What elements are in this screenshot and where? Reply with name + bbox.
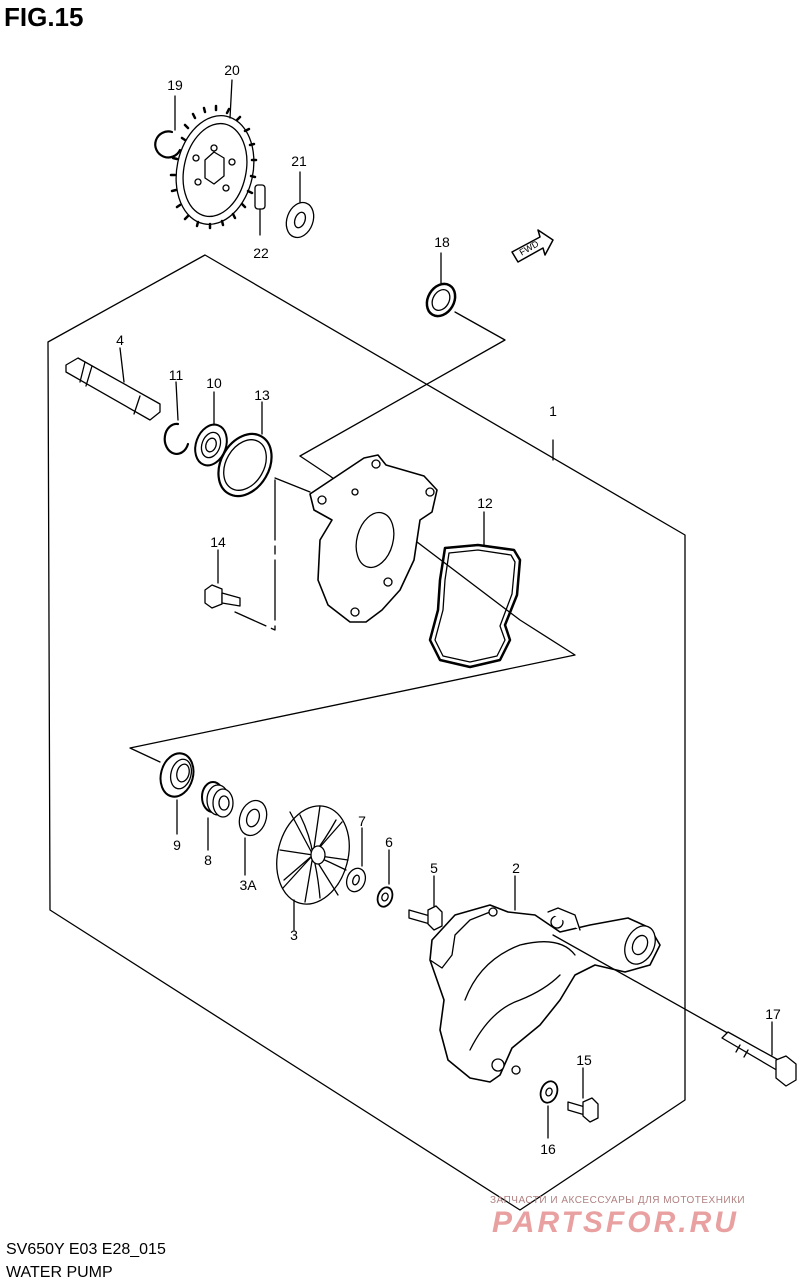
watermark-brand-logo: PARTSFOR.RU [492,1206,739,1239]
callout-10: 10 [206,375,222,391]
callout-9: 9 [173,837,181,853]
callout-21: 21 [291,153,307,169]
pump-case-plate [309,454,438,623]
fwd-arrow-icon [511,229,554,263]
pump-cover-part-2 [429,904,661,1083]
leader-11 [175,381,179,421]
callout-3A: 3A [239,877,257,893]
nut-part-6 [376,886,394,908]
callout-14: 14 [210,534,226,550]
oring-part-18 [425,282,457,318]
shaft-part-4 [65,357,161,421]
callout-17: 17 [765,1006,781,1022]
gasket-part-12 [428,543,522,669]
callout-15: 15 [576,1052,592,1068]
callout-18: 18 [434,234,450,250]
callout-7: 7 [358,813,366,829]
watermark-tagline: ЗАПЧАСТИ И АКСЕССУАРЫ ДЛЯ МОТОТЕХНИКИ [490,1195,746,1206]
bolt-part-14 [204,584,241,609]
callout-1: 1 [549,403,557,419]
leader-2-to-17 [552,934,741,1041]
sprocket-part-20 [169,104,258,230]
leader-20 [229,79,233,119]
bolt-part-15 [567,1097,599,1123]
assembly-outline [47,254,686,1211]
leader-13 [274,477,311,493]
callout-13: 13 [254,387,270,403]
callout-16: 16 [540,1141,556,1157]
figure-title: FIG.15 [4,2,84,32]
circlip-part-19 [154,130,182,159]
oil-seal-part-9 [159,752,195,798]
diagram-title: WATER PUMP [6,1264,113,1281]
pin-part-22 [254,184,266,210]
callout-2: 2 [512,860,520,876]
impeller-part-3 [276,805,350,905]
diagram-code: SV650Y E03 E28_015 [6,1241,166,1258]
leader-4 [119,347,125,383]
callout-6: 6 [385,834,393,850]
oring-part-13 [217,432,273,498]
callout-20: 20 [224,62,240,78]
callout-11: 11 [168,367,184,383]
callout-4: 4 [116,332,124,348]
callout-19: 19 [167,77,183,93]
subassembly-leader-2 [129,455,576,763]
bolt-part-5 [408,905,443,931]
washer-part-3A [238,799,268,837]
callout-3: 3 [290,927,298,943]
circlip-part-11 [163,422,190,455]
washer-part-16 [539,1080,559,1104]
mechanical-seal-part-8 [201,781,234,818]
washer-part-21 [285,201,315,239]
bolt-part-17 [721,1031,797,1087]
callout-12: 12 [477,495,493,511]
subassembly-leader [299,311,506,457]
callout-8: 8 [204,852,212,868]
washer-part-7 [345,867,367,893]
callout-22: 22 [253,245,269,261]
leader-14 [234,479,276,631]
callout-5: 5 [430,860,438,876]
